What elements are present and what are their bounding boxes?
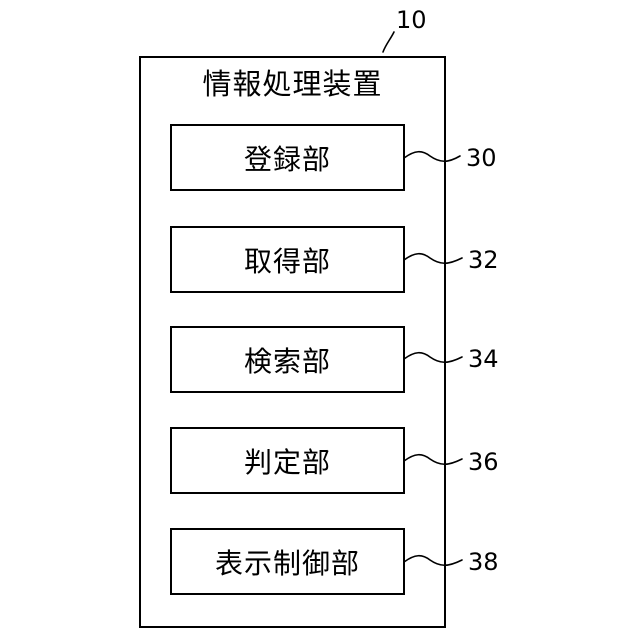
search-unit-box: 検索部 [170,326,405,393]
device-leader-line [383,32,394,52]
acquisition-unit-box: 取得部 [170,226,405,293]
determination-unit-ref: 36 [468,448,499,476]
search-unit-ref: 34 [468,345,499,373]
registration-unit-box: 登録部 [170,124,405,191]
registration-unit-ref: 30 [466,144,497,172]
device-ref-label: 10 [396,6,427,34]
device-title: 情報処理装置 [139,64,446,104]
display-control-unit-box: 表示制御部 [170,528,405,595]
display-control-unit-ref: 38 [468,548,499,576]
determination-unit-box: 判定部 [170,427,405,494]
acquisition-unit-ref: 32 [468,246,499,274]
